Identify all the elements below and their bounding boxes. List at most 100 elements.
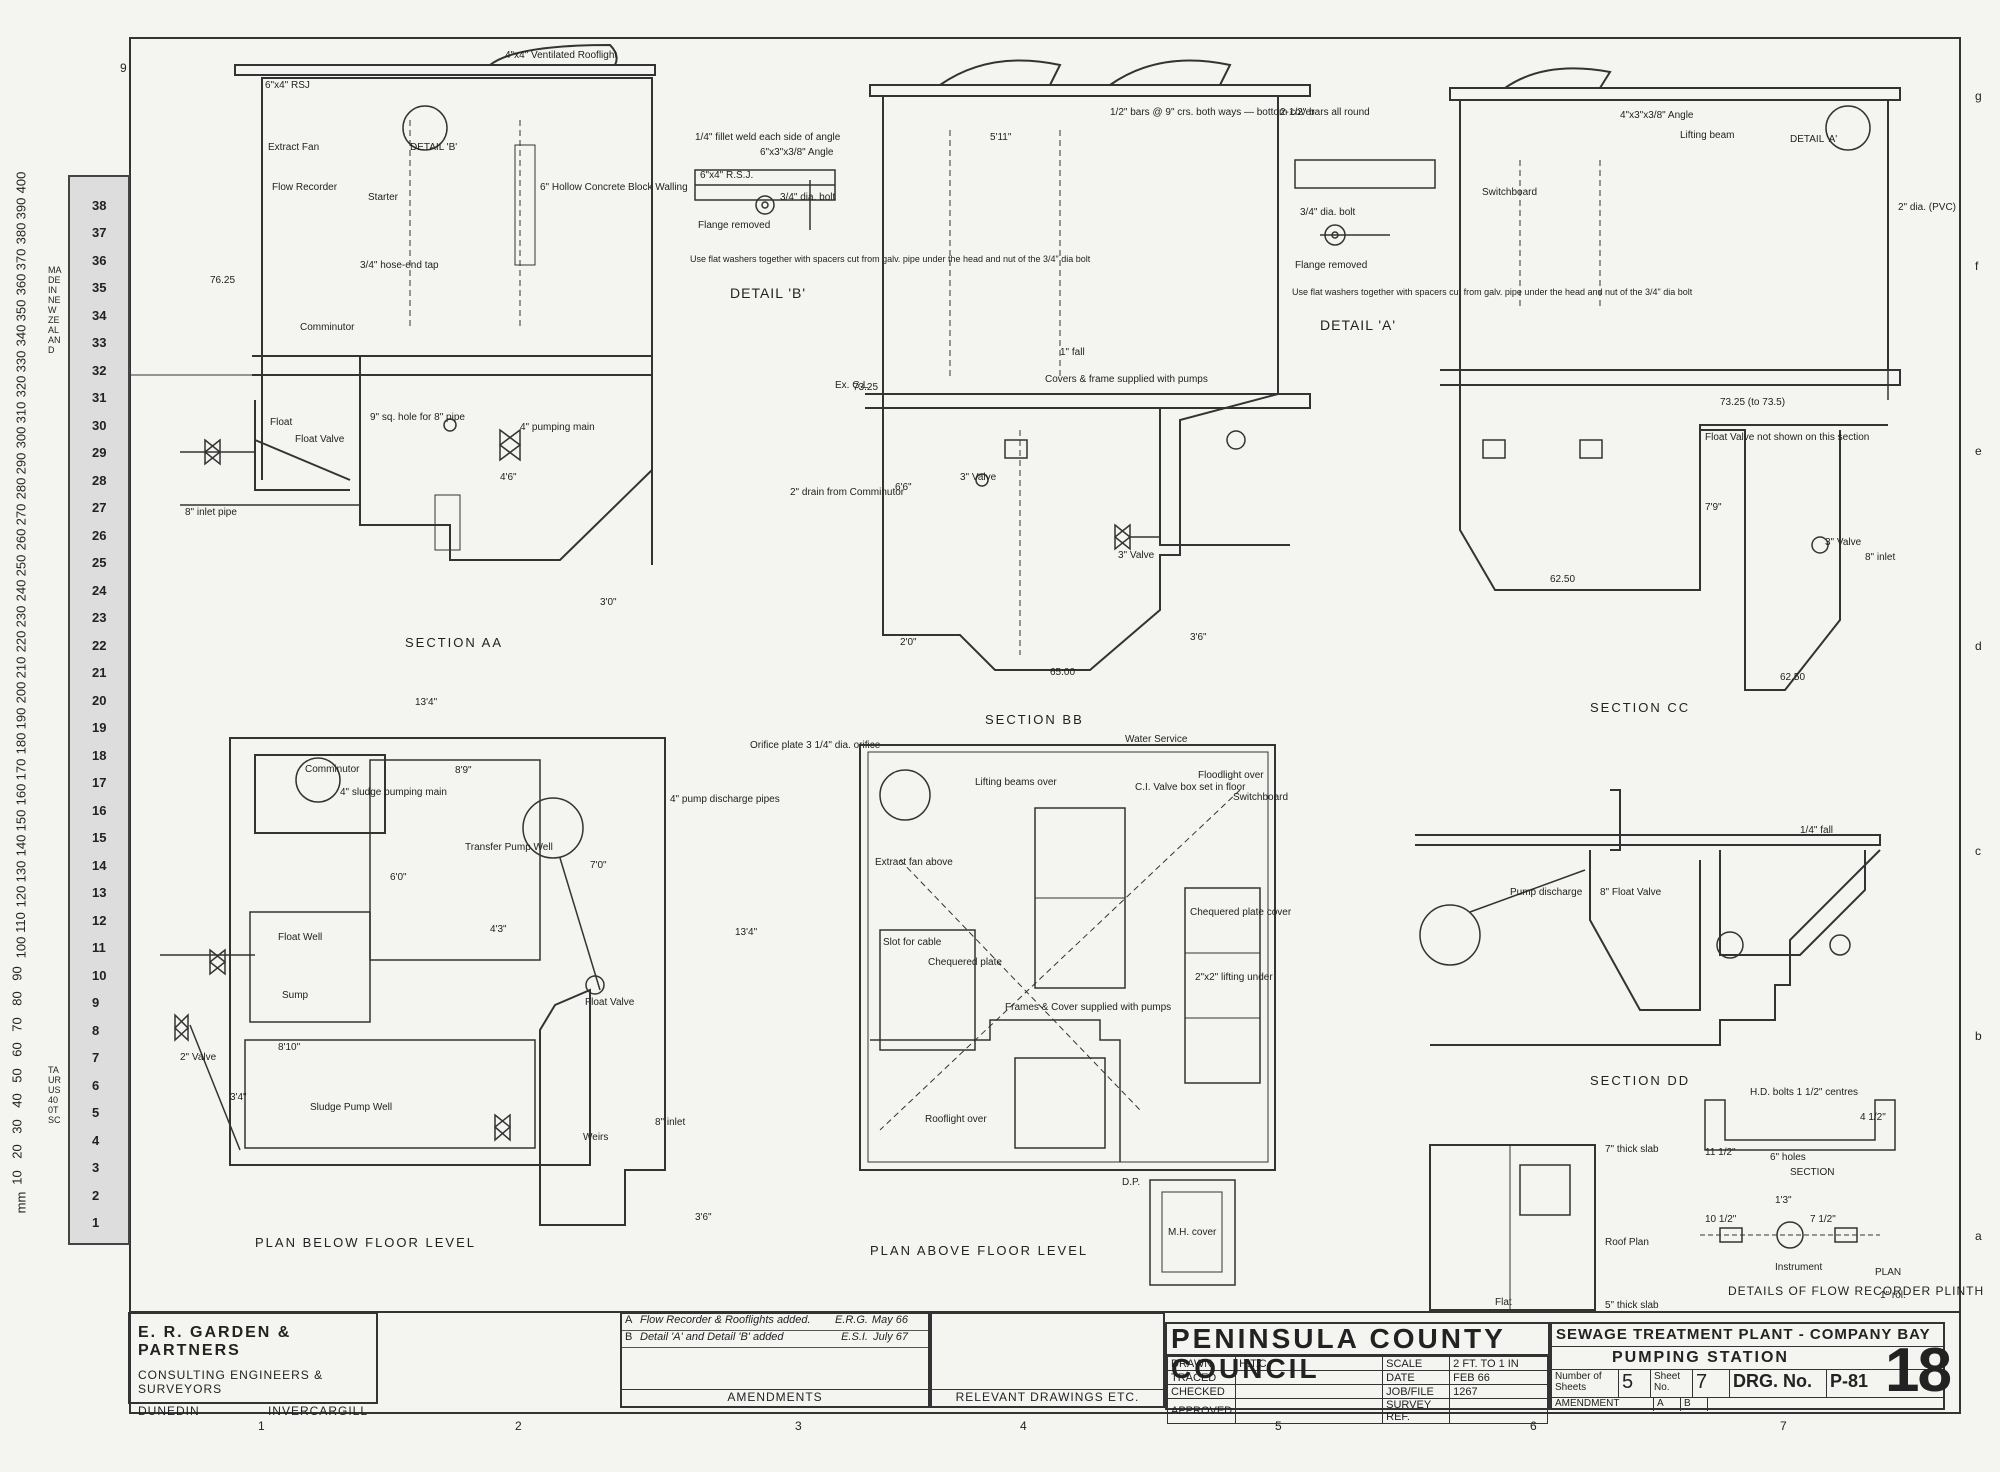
job-value: 1267 (1449, 1384, 1548, 1399)
checked-label: CHECKED (1166, 1384, 1237, 1399)
section-cc-labels: SECTION CC DETAIL 'A' 4"x3"x3/8" Angle L… (1482, 110, 1956, 715)
ruler-mm-label: 80 (9, 991, 25, 1006)
grid-right-1: f (1975, 259, 1979, 273)
amendment-by: E.S.I. (841, 1331, 868, 1343)
ruler-inch-label: 30 (92, 417, 107, 433)
sludge-main-label: 4" sludge pumping main (340, 787, 447, 798)
ruler-inch-label: 37 (92, 225, 107, 240)
slab-5-label: 5" thick slab (1605, 1300, 1659, 1311)
amendment-key: B (625, 1331, 633, 1343)
sump-dd-label: Pump discharge (1510, 887, 1583, 898)
dp-label: D.P. (1122, 1177, 1140, 1188)
ruler-mm-label: 120 (13, 885, 29, 908)
amendments-block: A Flow Recorder & Rooflights added. May … (620, 1312, 930, 1408)
ruler-inch-label: 26 (92, 527, 107, 543)
sheet-number-large: 18 (1885, 1336, 1952, 1405)
inlet-8b-label: 8" inlet (655, 1117, 685, 1128)
ruler-mm-label: 220 (13, 630, 29, 653)
council-name: PENINSULA COUNTY COUNCIL (1167, 1324, 1548, 1384)
dim-3-0: 3'0" (600, 597, 617, 608)
dim-8-10: 8'10" (278, 1042, 301, 1053)
ruler-mm-label: 150 (13, 809, 29, 831)
job-label: JOB/FILE (1382, 1384, 1451, 1399)
sheetno-label: Sheet No. (1651, 1370, 1693, 1397)
sump-label: Sump (282, 990, 309, 1001)
float-not-shown-label: Float Valve not shown on this section (1705, 432, 1869, 443)
ruler-inch-label: 24 (92, 582, 107, 598)
section-bb-title: SECTION BB (985, 712, 1084, 727)
dim-6-0: 6'0" (390, 872, 407, 883)
ruler-inch-label: 9 (92, 995, 100, 1010)
extract-fan2-label: Extract fan above (875, 857, 953, 868)
ruler-inch-label: 1 (92, 1215, 100, 1230)
ruler-inch-label: 29 (92, 445, 107, 460)
holes-label: 6" holes (1770, 1152, 1806, 1163)
ruler-mm-label: 380 (13, 222, 29, 245)
sq-hole-label: 9" sq. hole for 8" pipe (370, 412, 465, 423)
ruler-maker: TAURUS 400TSC (48, 1065, 61, 1125)
ruler-inch-label: 28 (92, 472, 107, 488)
grid-references: 9 g f e d c b a 1 2 3 4 5 6 7 (120, 61, 1982, 1433)
grid-right-0: g (1975, 89, 1982, 103)
plan-below-title: PLAN BELOW FLOOR LEVEL (255, 1235, 476, 1250)
firm-block: E. R. GARDEN & PARTNERS CONSULTING ENGIN… (128, 1312, 378, 1418)
grid-right-4: c (1975, 844, 1981, 858)
ruler-mm-label: 240 (13, 579, 29, 602)
amendment-date: May 66 (871, 1314, 908, 1326)
lifting-beams-label: Lifting beams over (975, 777, 1057, 788)
ruler-mm-label: 290 (13, 452, 29, 474)
float-dd-label: 8" Float Valve (1600, 887, 1662, 898)
level-6250: 62.50 (1550, 574, 1575, 585)
level-6500: 65.00 (1050, 667, 1075, 678)
valve-2-label: 2" Valve (180, 1052, 217, 1063)
mh-cover-label: M.H. cover (1168, 1227, 1217, 1238)
ruler-mm-label: 300 (13, 426, 29, 449)
ruler-mm-label: 40 (9, 1093, 25, 1108)
rsj-b-label: 6"x4" R.S.J. (700, 170, 753, 181)
valve-3b-label: 3" Valve (1118, 550, 1155, 561)
ruler-mm-label: 30 (9, 1118, 25, 1134)
plan-above-labels: PLAN ABOVE FLOOR LEVEL Water Service Lif… (870, 734, 1292, 1258)
floodlight-label: Floodlight over (1198, 770, 1264, 781)
flange-a-label: Flange removed (1295, 260, 1367, 271)
plan-above-title: PLAN ABOVE FLOOR LEVEL (870, 1243, 1088, 1258)
grid-bottom-3: 4 (1020, 1419, 1027, 1433)
section-dd-title: SECTION DD (1590, 1073, 1690, 1088)
comminutor-label: Comminutor (300, 322, 355, 333)
project-block: SEWAGE TREATMENT PLANT - COMPANY BAY PUM… (1550, 1322, 1945, 1411)
section-aa-title: SECTION AA (405, 635, 503, 650)
ruler-inch-label: 27 (92, 500, 107, 515)
amendment-date: July 67 (873, 1331, 908, 1343)
ruler-inch-label: 8 (92, 1022, 100, 1038)
ruler-mm-label: 400 (13, 171, 29, 194)
pvc-label: 2" dia. (PVC) (1898, 202, 1956, 213)
plan-below (160, 737, 666, 1226)
drawing-info-table: DRAWN H.T.C. SCALE 2 FT. TO 1 IN TRACED … (1166, 1356, 1548, 1424)
flow-plinth-labels: H.D. bolts 1 1/2" centres SECTION Instru… (1705, 1087, 1983, 1301)
ruler-inch-label: 10 (92, 967, 107, 983)
ruler-inch-label: 22 (92, 637, 107, 653)
ho-bolt-label: H.D. bolts 1 1/2" centres (1750, 1087, 1858, 1098)
ruler-inch-label: 35 (92, 280, 107, 295)
transfer-well-label: Transfer Pump Well (465, 842, 553, 853)
level-6250b: 62.50 (1780, 672, 1805, 683)
section-label: SECTION (1790, 1167, 1834, 1178)
ruler-inch-label: 17 (92, 775, 107, 790)
ruler-inch-label: 38 (92, 197, 107, 213)
chequered-cover-label: Chequered plate cover (1190, 907, 1292, 918)
ruler-mm-label: 370 (13, 248, 29, 270)
amend-b: B (1681, 1398, 1708, 1411)
roof-plan (1429, 1144, 1596, 1311)
rsj-cc-label: 4"x3"x3/8" Angle (1620, 110, 1694, 121)
drg-value: P-81 (1830, 1371, 1869, 1391)
rsj-aa-label: 6"x4" RSJ (265, 80, 310, 91)
nsheets-value: 5 (1619, 1370, 1651, 1397)
discharge-label: 4" pump discharge pipes (670, 794, 780, 805)
weirs-label: Weirs (583, 1132, 608, 1143)
amendment-row-b: B Detail 'A' and Detail 'B' added July 6… (622, 1331, 928, 1348)
amendment-row-a: A Flow Recorder & Rooflights added. May … (622, 1314, 928, 1331)
ruler-mm-label: 280 (13, 477, 29, 500)
dim-7-9: 7'9" (1705, 502, 1722, 513)
